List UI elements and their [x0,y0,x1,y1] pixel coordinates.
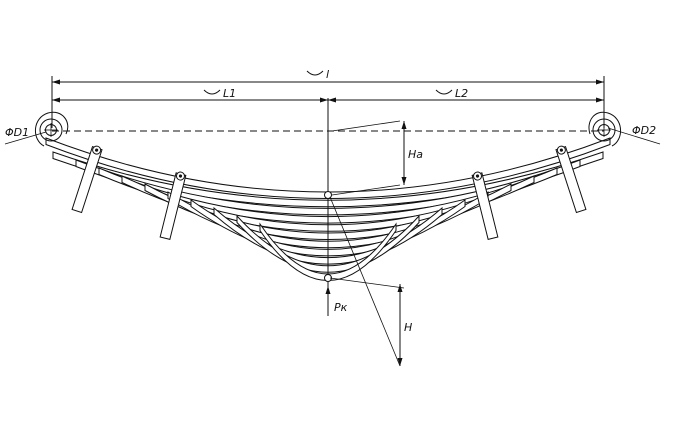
leader-right-eye [607,127,661,145]
label-load-height: H [404,321,412,334]
load-arrow-icon [325,286,331,294]
clamp-band [159,171,187,240]
arrow-total-left [52,79,60,85]
label-right-eye-dia: ΦD2 [632,124,656,137]
arc-length-symbol-icon [435,89,453,95]
clamp-band [555,145,587,214]
h-leader-line [329,196,401,367]
spring-clamps [71,145,587,240]
label-left-eye-dia: ΦD1 [5,126,29,139]
arc-length-symbol-icon [306,70,324,76]
label-load: Pк [334,301,348,314]
spring-leaves [45,137,611,281]
h-ext-top [329,277,405,289]
left-eye [35,111,69,147]
label-right-length: L2 [455,87,468,100]
spring-leaf [259,222,397,281]
ha-ext-top [331,120,401,132]
leader-left-eye [4,131,47,145]
right-eye [588,111,621,147]
clamp-band [471,171,499,240]
arc-length-symbol-icon [203,89,221,95]
ha-ext-bottom [331,184,401,196]
clamp-band [71,145,103,214]
label-left-length: L1 [223,87,236,100]
center-bolt-top [324,191,332,199]
label-arc-height: Ha [408,148,423,161]
spring-leaf [45,137,611,199]
arrow-total-right [596,79,604,85]
label-total-length: l [326,68,329,81]
